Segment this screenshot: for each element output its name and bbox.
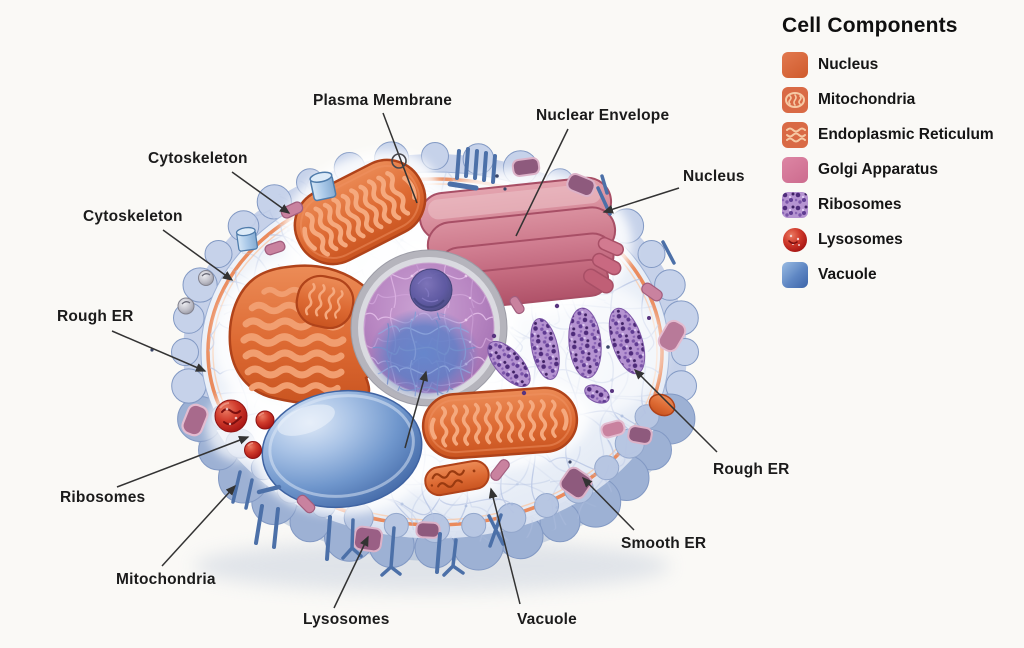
label-nuclear-envelope: Nuclear Envelope bbox=[536, 107, 670, 124]
gray-vesicles bbox=[177, 270, 214, 315]
lysosomes bbox=[214, 399, 275, 459]
legend-item-label: Nucleus bbox=[818, 56, 879, 73]
vacuole-swatch-icon bbox=[782, 262, 808, 288]
membrane-point-ring bbox=[391, 153, 407, 169]
membrane-stud bbox=[566, 173, 596, 197]
channel-cylinder-1 bbox=[309, 171, 337, 202]
membrane-studs bbox=[181, 157, 687, 553]
leader-cytoskeleton-1 bbox=[231, 171, 291, 214]
mitochondrion-2 bbox=[295, 274, 355, 330]
ribosome-clusters bbox=[487, 303, 651, 404]
label-rough-er-left: Rough ER bbox=[57, 308, 134, 325]
leader-vacuole bbox=[488, 487, 521, 605]
leader-rough-er-right bbox=[633, 368, 718, 453]
label-mitochondria: Mitochondria bbox=[116, 571, 216, 588]
leader-lines bbox=[111, 112, 718, 609]
legend-title: Cell Components bbox=[782, 14, 958, 37]
vesicle-orange bbox=[648, 393, 676, 417]
membrane-lobe bbox=[204, 240, 233, 268]
leader-rough-er-left bbox=[111, 330, 207, 372]
channel-cylinder-2 bbox=[235, 226, 258, 252]
legend-item-mitochondria: Mitochondria bbox=[782, 87, 1017, 113]
golgi-apparatus bbox=[418, 176, 625, 309]
membrane-stud bbox=[657, 319, 687, 353]
membrane-stud bbox=[296, 494, 316, 514]
membrane-stud bbox=[641, 282, 663, 302]
membrane-stud bbox=[509, 295, 525, 315]
lysosome-1 bbox=[214, 399, 248, 433]
label-nucleus: Nucleus bbox=[683, 168, 745, 185]
legend-item-label: Mitochondria bbox=[818, 91, 916, 108]
membrane-stud bbox=[415, 521, 441, 539]
membrane-lobe bbox=[171, 368, 207, 404]
lysosome-2 bbox=[255, 410, 275, 430]
leader-lysosomes bbox=[333, 535, 369, 609]
membrane-stud bbox=[511, 157, 541, 177]
label-smooth-er: Smooth ER bbox=[621, 535, 707, 552]
leader-plasma-membrane bbox=[382, 112, 418, 204]
membrane-stud bbox=[352, 525, 384, 553]
label-plasma-membrane: Plasma Membrane bbox=[313, 92, 453, 109]
ribosomes-swatch-icon bbox=[782, 192, 808, 218]
leader-ribosomes bbox=[116, 436, 250, 488]
membrane-stud bbox=[264, 240, 286, 256]
mitochondria-swatch-icon bbox=[782, 87, 808, 113]
membrane-stud bbox=[490, 459, 510, 481]
cytoskeleton-rods bbox=[231, 147, 676, 577]
golgi-swatch-icon bbox=[782, 157, 808, 183]
lysosomes-swatch-icon bbox=[782, 227, 808, 253]
legend-item-label: Vacuole bbox=[818, 266, 877, 283]
leader-nucleus bbox=[602, 187, 680, 214]
legend-item-endoplasmic-reticulum: Endoplasmic Reticulum bbox=[782, 122, 1017, 148]
nucleus-swatch-icon bbox=[782, 52, 808, 78]
smooth-er bbox=[424, 459, 490, 497]
legend-item-golgi-apparatus: Golgi Apparatus bbox=[782, 157, 1017, 183]
leader-mitochondria bbox=[161, 484, 237, 567]
nucleolus bbox=[409, 268, 453, 312]
legend-item-lysosomes: Lysosomes bbox=[782, 227, 1017, 253]
membrane-lobe bbox=[171, 338, 199, 366]
label-vacuole: Vacuole bbox=[517, 611, 577, 628]
legend-item-ribosomes: Ribosomes bbox=[782, 192, 1017, 218]
legend-item-label: Endoplasmic Reticulum bbox=[818, 126, 994, 143]
membrane-lobe bbox=[637, 240, 666, 268]
membrane-stud bbox=[600, 419, 626, 439]
nucleus-pointer-line bbox=[404, 370, 428, 449]
legend-items: Nucleus Mitochondria bbox=[782, 52, 1017, 288]
membrane-stud bbox=[627, 425, 653, 445]
lysosome-3 bbox=[244, 441, 262, 459]
leader-nuclear-envelope bbox=[515, 128, 569, 237]
membrane-stud bbox=[559, 466, 593, 500]
label-rough-er-right: Rough ER bbox=[713, 461, 790, 478]
legend-item-label: Lysosomes bbox=[818, 231, 903, 248]
legend-item-label: Ribosomes bbox=[818, 196, 902, 213]
leader-cytoskeleton-2 bbox=[162, 229, 234, 281]
vacuole bbox=[261, 389, 423, 509]
membrane-stud bbox=[181, 403, 209, 437]
mitochondrion-3 bbox=[421, 386, 579, 460]
label-cytoskeleton-2: Cytoskeleton bbox=[83, 208, 183, 225]
specks bbox=[150, 174, 610, 464]
legend-item-label: Golgi Apparatus bbox=[818, 161, 938, 178]
label-lysosomes: Lysosomes bbox=[303, 611, 390, 628]
er-swatch-icon bbox=[782, 122, 808, 148]
legend-panel: Cell Components Nucleus Mitochondria bbox=[782, 14, 1017, 288]
label-cytoskeleton-1: Cytoskeleton bbox=[148, 150, 248, 167]
label-ribosomes: Ribosomes bbox=[60, 489, 146, 506]
nucleus bbox=[350, 249, 508, 407]
legend-item-vacuole: Vacuole bbox=[782, 262, 1017, 288]
legend-item-nucleus: Nucleus bbox=[782, 52, 1017, 78]
leader-smooth-er bbox=[581, 476, 635, 531]
